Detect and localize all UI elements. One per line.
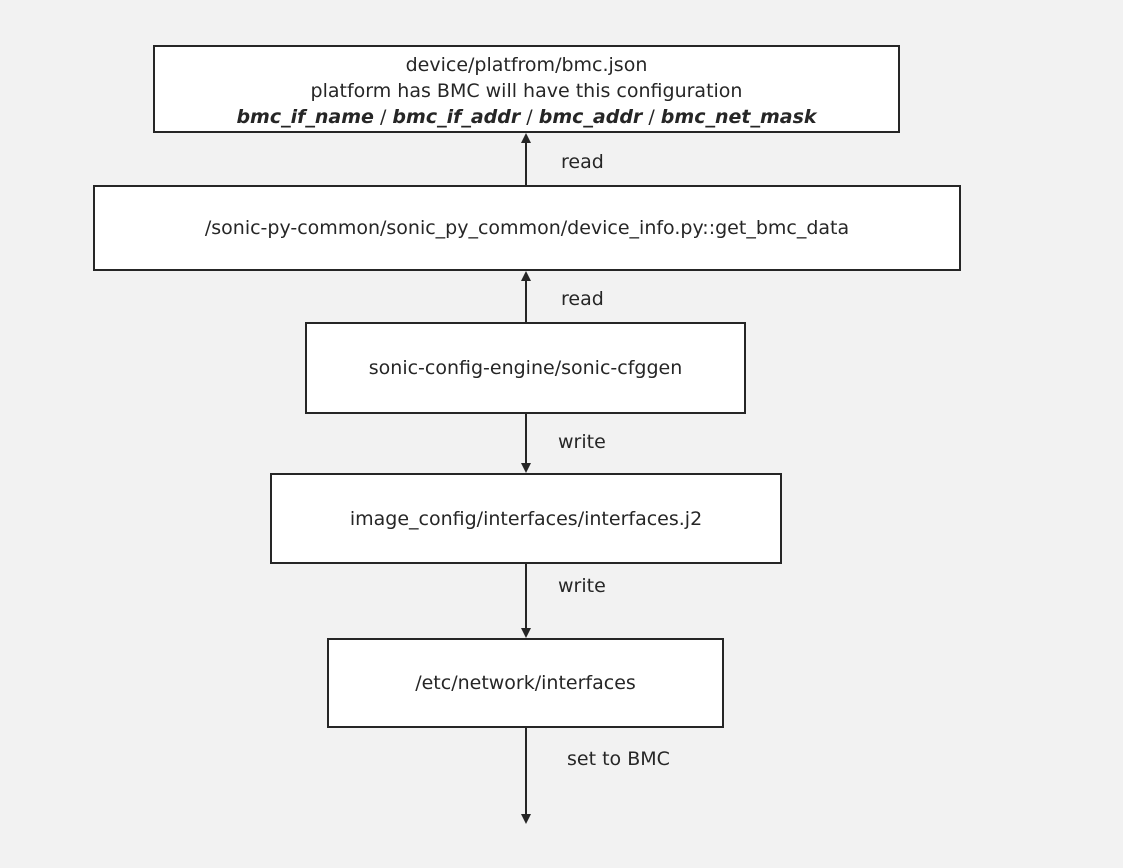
- etc-interfaces-label: /etc/network/interfaces: [415, 672, 636, 694]
- edge-label-read-2: read: [561, 288, 604, 310]
- cfggen-node: sonic-config-engine/sonic-cfggen: [305, 322, 746, 414]
- bmc-json-description: platform has BMC will have this configur…: [310, 80, 743, 102]
- field-separator: /: [520, 106, 539, 128]
- device-info-label: /sonic-py-common/sonic_py_common/device_…: [204, 217, 850, 239]
- field-bmc-if-name: bmc_if_name: [236, 106, 374, 128]
- device-info-node: /sonic-py-common/sonic_py_common/device_…: [93, 185, 961, 271]
- edge-label-read-1: read: [561, 151, 604, 173]
- bmc-json-fields: bmc_if_name / bmc_if_addr / bmc_addr / b…: [236, 104, 816, 130]
- interfaces-j2-label: image_config/interfaces/interfaces.j2: [349, 507, 703, 530]
- cfggen-label: sonic-config-engine/sonic-cfggen: [368, 357, 683, 379]
- edge-label-write-1: write: [558, 431, 606, 453]
- field-bmc-addr: bmc_addr: [538, 106, 643, 128]
- etc-interfaces-node: /etc/network/interfaces: [327, 638, 724, 728]
- bmc-json-path: device/platfrom/bmc.json: [405, 54, 648, 76]
- field-bmc-net-mask: bmc_net_mask: [660, 106, 817, 128]
- field-separator: /: [642, 106, 661, 128]
- field-bmc-if-addr: bmc_if_addr: [392, 106, 521, 128]
- edge-label-set-to-bmc: set to BMC: [567, 748, 670, 770]
- edge-label-write-2: write: [558, 575, 606, 597]
- interfaces-j2-node: image_config/interfaces/interfaces.j2: [270, 473, 782, 564]
- bmc-json-node: device/platfrom/bmc.json platform has BM…: [153, 45, 900, 133]
- field-separator: /: [373, 106, 393, 128]
